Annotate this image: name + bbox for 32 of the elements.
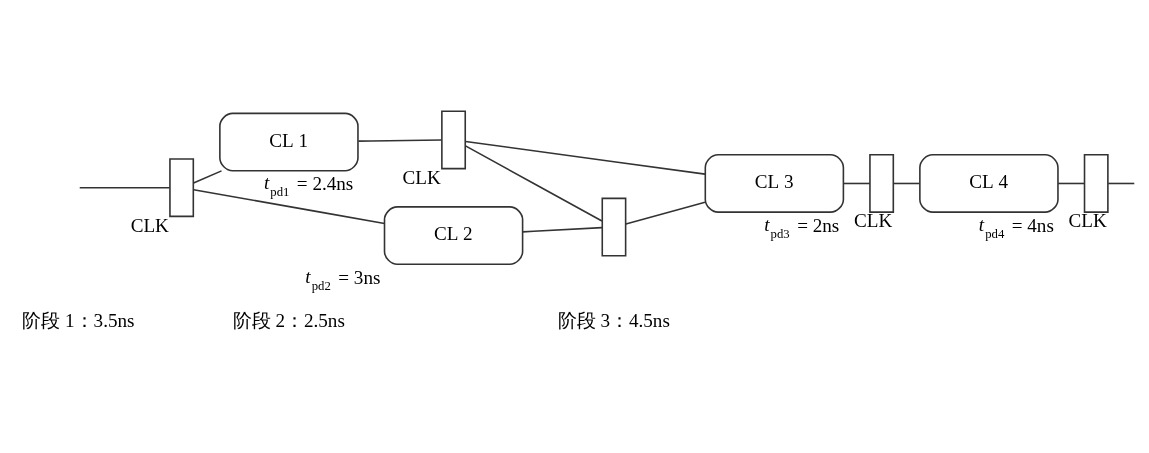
node-box: CL 1 [219,112,359,172]
connector [464,145,603,222]
connector [521,226,603,233]
connector [842,182,871,185]
connector [892,182,921,185]
node-label: CLK [1068,210,1107,232]
node-box [1083,154,1109,213]
connector [192,188,386,225]
label: 阶段 2：2.5ns [232,310,345,332]
node-label: t$_{pd2}$ = 3ns [305,265,381,293]
node-label: CLK [402,166,441,188]
node-label: CLK [130,214,169,236]
node-label: CLK [854,210,893,232]
node-box: CL 2 [383,206,524,265]
connector [192,170,223,184]
connector [1057,182,1086,185]
connector [464,140,706,175]
label: 阶段 1：3.5ns [22,310,135,332]
node-box: CL 4 [919,154,1059,213]
connector [1107,182,1136,185]
node-label: t$_{pd3}$ = 2ns [764,213,840,241]
node-box [441,110,467,170]
node-label: t$_{pd4}$ = 4ns [978,213,1054,241]
connector [357,139,443,142]
node-box [869,154,895,213]
node-box [169,158,195,218]
connector [625,201,706,225]
label: 阶段 3：4.5ns [557,310,670,332]
node-box [601,197,627,257]
node-label: t$_{pd1}$ = 2.4ns [263,172,354,200]
node-box: CL 3 [704,154,845,213]
connector [78,186,171,189]
